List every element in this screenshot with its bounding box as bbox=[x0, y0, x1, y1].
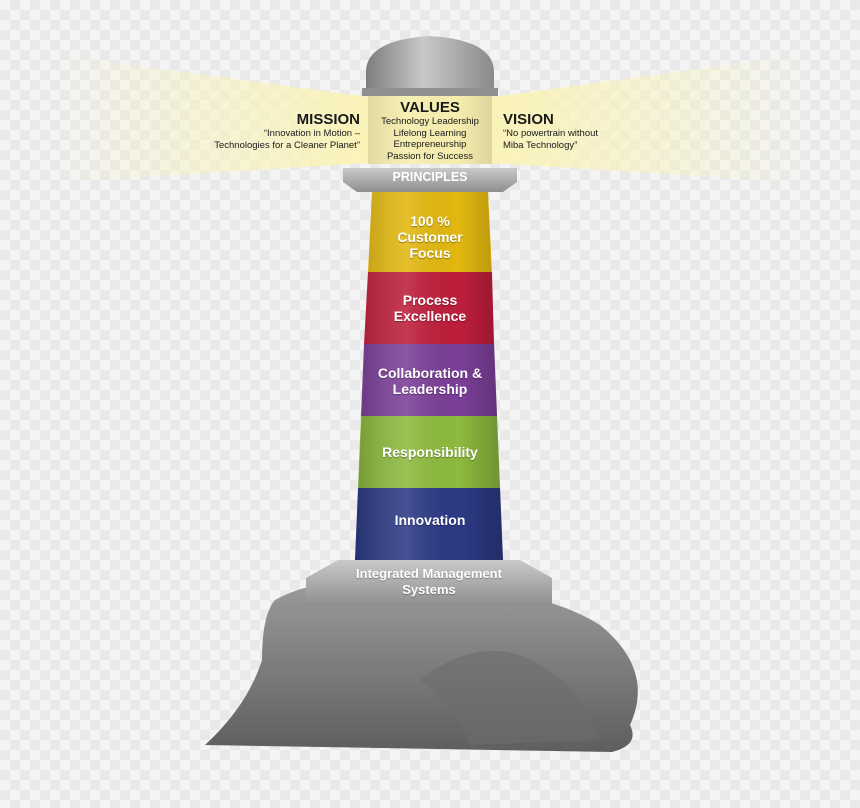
lighthouse-dome bbox=[366, 36, 494, 94]
principles-gallery bbox=[343, 168, 517, 192]
principles-label: PRINCIPLES bbox=[392, 170, 468, 184]
vision-line-1: “No powertrain without bbox=[503, 128, 599, 139]
vision-title: VISION bbox=[503, 111, 554, 128]
base-label: Integrated Management Systems bbox=[356, 566, 502, 597]
mission-block: MISSION “Innovation in Motion – Technolo… bbox=[188, 111, 360, 151]
band-label-collaboration-leadership: Collaboration & Leadership bbox=[377, 365, 483, 397]
mission-title: MISSION bbox=[296, 111, 360, 128]
left-light-beam bbox=[60, 55, 368, 182]
band-label-process-excellence: Process Excellence bbox=[393, 292, 467, 324]
values-item-2: Lifelong Learning bbox=[393, 127, 467, 139]
dome-rim bbox=[362, 88, 498, 96]
values-block: VALUES Technology Leadership Lifelong Le… bbox=[368, 99, 492, 162]
values-title: VALUES bbox=[400, 99, 460, 116]
values-item-1: Technology Leadership bbox=[381, 116, 479, 127]
management-base bbox=[306, 560, 552, 606]
mission-line-1: “Innovation in Motion – bbox=[263, 128, 360, 139]
band-label-responsibility: Responsibility bbox=[382, 444, 478, 460]
vision-line-2: Miba Technology” bbox=[503, 139, 578, 151]
right-light-beam bbox=[492, 55, 800, 182]
band-label-innovation: Innovation bbox=[394, 512, 466, 528]
values-item-4: Passion for Success bbox=[386, 150, 474, 162]
values-item-3: Entrepreneurship bbox=[393, 139, 467, 150]
vision-block: VISION “No powertrain without Miba Techn… bbox=[503, 111, 673, 151]
mission-line-2: Technologies for a Cleaner Planet” bbox=[214, 139, 360, 151]
band-label-customer-focus: 100 % Customer Focus bbox=[397, 213, 463, 261]
